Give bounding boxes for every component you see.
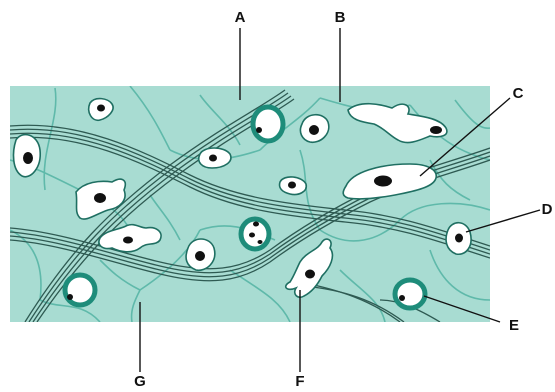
cell-small-center: [279, 177, 306, 195]
label-D: D: [542, 201, 553, 218]
label-A: A: [235, 9, 246, 26]
cell-oval-right: [446, 223, 471, 255]
label-F: F: [295, 373, 304, 390]
cell-ring-bottom-right: [395, 280, 425, 308]
label-C: C: [513, 85, 524, 102]
cell-left-oval: [14, 135, 41, 177]
label-E: E: [509, 317, 519, 334]
cell-ring-top: [253, 107, 283, 141]
label-G: G: [134, 373, 146, 390]
cell-small-middle: [199, 148, 231, 168]
label-B: B: [335, 9, 346, 26]
cell-ring-bottom-left: [65, 275, 95, 305]
cell-oval-center: [186, 239, 215, 270]
cell-granular-center: [241, 219, 269, 249]
